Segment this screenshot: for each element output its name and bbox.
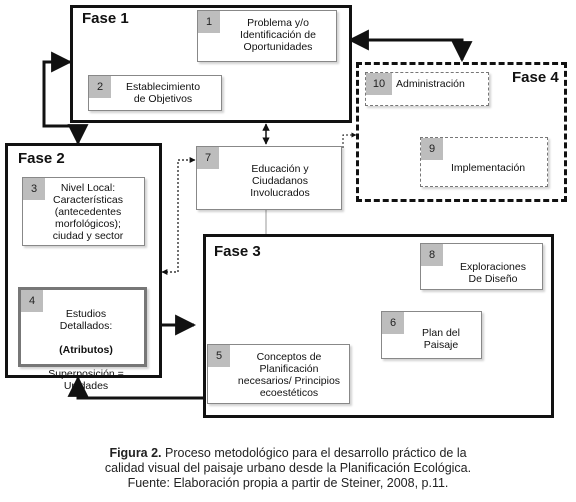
step-3-label: Nivel Local: Características (antecedent… bbox=[52, 182, 124, 242]
step-5-box: 5 Conceptos de Planificación necesarios/… bbox=[207, 344, 350, 404]
caption-line-1: Figura 2. Proceso metodológico para el d… bbox=[0, 446, 576, 461]
step-10-label: Administración bbox=[396, 78, 465, 90]
step-4-label-c: Superposición = Unidades bbox=[48, 368, 124, 392]
step-10-box: 10 Administración bbox=[365, 72, 489, 106]
step-10-number: 10 bbox=[366, 73, 392, 95]
step-6-label: Plan del Paisaje bbox=[422, 327, 460, 351]
step-9-number: 9 bbox=[421, 138, 443, 160]
step-6-number: 6 bbox=[382, 312, 404, 334]
step-4-box: 4 Estudios Detallados: (Atributos) Super… bbox=[18, 287, 147, 392]
step-4-label: Estudios Detallados: (Atributos) Superpo… bbox=[29, 296, 143, 392]
step-4-label-attributes: (Atributos) bbox=[59, 344, 113, 356]
arrow-fase1-fase4 bbox=[347, 29, 473, 63]
step-4-number: 4 bbox=[21, 290, 43, 312]
step-1-box: 1 Problema y/o Identificación de Oportun… bbox=[197, 10, 337, 62]
step-5-label: Conceptos de Planificación necesarios/ P… bbox=[237, 351, 341, 399]
arrow-step7-fase4 bbox=[342, 132, 357, 148]
phase-1-title: Fase 1 bbox=[82, 10, 129, 27]
step-8-number: 8 bbox=[421, 244, 443, 266]
step-7-number: 7 bbox=[197, 147, 219, 169]
step-4-label-a: Estudios Detallados: bbox=[59, 308, 113, 332]
step-5-number: 5 bbox=[208, 345, 230, 367]
caption-line-2: calidad visual del paisaje urbano desde … bbox=[104, 461, 472, 475]
step-1-label: Problema y/o Identificación de Oportunid… bbox=[240, 17, 316, 53]
step-2-label: Establecimiento de Objetivos bbox=[125, 81, 201, 105]
step-8-label: Exploraciones De Diseño bbox=[460, 261, 526, 285]
step-9-box: 9 Implementación bbox=[420, 137, 548, 187]
step-8-box: 8 Exploraciones De Diseño bbox=[420, 243, 543, 290]
step-7-label: Educación y Ciudadanos Involucrados bbox=[250, 163, 310, 199]
step-1-number: 1 bbox=[198, 11, 220, 33]
caption-line-3: Fuente: Elaboración propia a partir de S… bbox=[127, 476, 449, 490]
step-7-box: 7 Educación y Ciudadanos Involucrados bbox=[196, 146, 342, 210]
arrow-fase1-fase2 bbox=[42, 51, 89, 146]
methodology-diagram: Fase 1 1 Problema y/o Identificación de … bbox=[5, 5, 567, 418]
step-3-box: 3 Nivel Local: Características (antecede… bbox=[22, 177, 145, 246]
phase-4-title: Fase 4 bbox=[512, 69, 559, 86]
step-2-box: 2 Establecimiento de Objetivos bbox=[88, 75, 222, 111]
step-3-number: 3 bbox=[23, 178, 45, 200]
step-2-number: 2 bbox=[89, 76, 111, 98]
phase-2-title: Fase 2 bbox=[18, 150, 65, 167]
step-6-box: 6 Plan del Paisaje bbox=[381, 311, 482, 359]
caption-line-1-text: Proceso metodológico para el desarrollo … bbox=[161, 446, 467, 460]
arrow-fase3-fase2 bbox=[67, 375, 203, 400]
caption-figure-label: Figura 2. bbox=[109, 446, 162, 460]
phase-3-title: Fase 3 bbox=[214, 243, 261, 260]
arrow-fase2-step7 bbox=[161, 157, 196, 275]
step-9-label: Implementación bbox=[451, 162, 526, 174]
figure-caption: Figura 2. Proceso metodológico para el d… bbox=[0, 446, 576, 491]
